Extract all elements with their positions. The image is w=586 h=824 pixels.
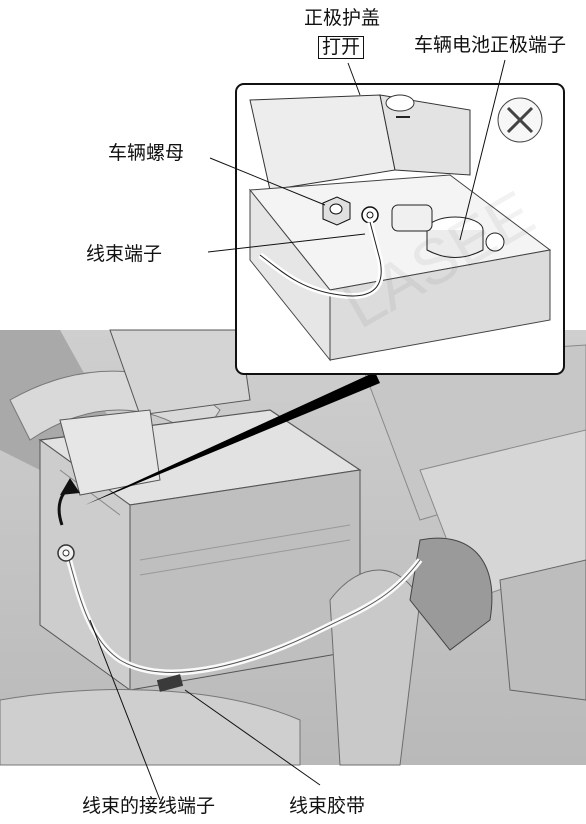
label-vehicle-battery-positive-terminal: 车辆电池正极端子	[414, 34, 567, 56]
label-harness-connection-terminal: 线束的接线端子	[82, 795, 216, 817]
label-vehicle-nut: 车辆螺母	[108, 142, 185, 164]
label-open: 打开	[318, 36, 365, 59]
label-positive-cover: 正极护盖	[304, 7, 381, 29]
terminal-detail-inset	[235, 83, 565, 375]
leader-lines	[89, 59, 506, 801]
label-harness-tape: 线束胶带	[289, 795, 366, 817]
label-harness-terminal: 线束端子	[86, 243, 163, 265]
engine-bay-illustration	[0, 329, 586, 766]
